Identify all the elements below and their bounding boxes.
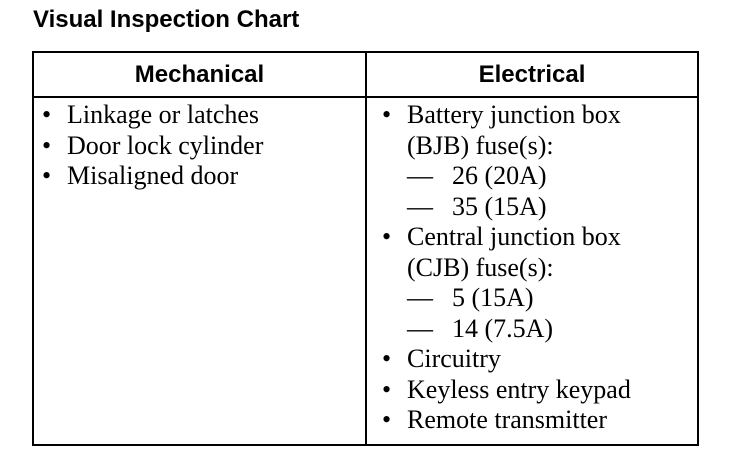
header-electrical: Electrical [478, 60, 586, 88]
list-item: • Battery junction box [382, 100, 692, 131]
column-divider [365, 53, 367, 444]
list-item-text: Linkage or latches [67, 100, 260, 129]
list-item-continuation: (CJB) fuse(s): [382, 253, 692, 284]
sub-item: — 35 (15A) [382, 192, 692, 223]
sub-item: — 26 (20A) [382, 161, 692, 192]
bullet: • [382, 374, 392, 404]
sub-item-text: 35 (15A) [452, 191, 547, 221]
list-item-text: Central junction box [407, 222, 621, 251]
bullet: • [42, 100, 52, 129]
sub-item-text: 5 (15A) [452, 283, 534, 312]
list-item-text: Misaligned door [67, 161, 239, 190]
header-mechanical: Mechanical [134, 60, 265, 88]
list-item: • Central junction box [382, 222, 692, 253]
electrical-cell: • Battery junction box (BJB) fuse(s): — … [382, 100, 692, 436]
bullet: • [382, 344, 392, 373]
dash: — [407, 283, 433, 312]
list-item-text: Remote transmitter [407, 405, 608, 434]
sub-item-text: 14 (7.5A) [452, 313, 554, 343]
inspection-table: Mechanical Electrical • Linkage or latch… [32, 51, 699, 446]
sub-item: — 14 (7.5A) [382, 314, 692, 345]
list-item: • Circuitry [382, 344, 692, 375]
list-item: • Misaligned door [42, 161, 362, 192]
header-divider [34, 96, 697, 98]
list-item-text: Battery junction box [407, 100, 621, 129]
list-item-text: (CJB) fuse(s): [407, 252, 554, 282]
list-item: • Door lock cylinder [42, 131, 362, 162]
list-item-text: Door lock cylinder [67, 130, 264, 160]
bullet: • [382, 405, 392, 434]
page-title: Visual Inspection Chart [33, 6, 300, 33]
bullet: • [382, 100, 392, 129]
list-item-text: Circuitry [407, 344, 501, 373]
dash: — [407, 191, 433, 221]
list-item: • Remote transmitter [382, 405, 692, 436]
list-item-text: (BJB) fuse(s): [407, 130, 554, 160]
list-item-continuation: (BJB) fuse(s): [382, 131, 692, 162]
bullet: • [42, 161, 52, 190]
sub-item: — 5 (15A) [382, 283, 692, 314]
list-item: • Linkage or latches [42, 100, 362, 131]
dash: — [407, 313, 433, 343]
mechanical-cell: • Linkage or latches • Door lock cylinde… [42, 100, 362, 192]
dash: — [407, 161, 433, 190]
bullet: • [382, 222, 392, 251]
bullet: • [42, 130, 52, 160]
list-item: • Keyless entry keypad [382, 375, 692, 406]
list-item-text: Keyless entry keypad [407, 374, 631, 404]
sub-item-text: 26 (20A) [452, 161, 547, 190]
